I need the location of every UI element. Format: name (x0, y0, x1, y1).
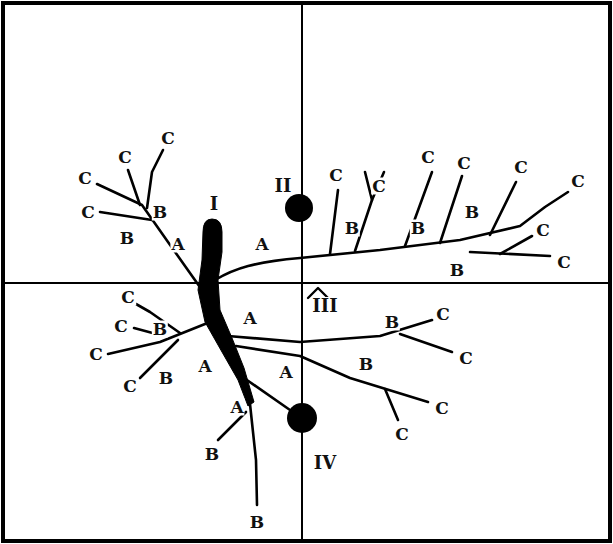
branch-letter: C (513, 159, 529, 176)
branch-letter: C (88, 346, 104, 363)
branch-letter: C (456, 155, 472, 172)
branch-letter: B (464, 204, 480, 221)
branch (490, 182, 516, 235)
frame (3, 3, 610, 541)
branch (128, 170, 140, 205)
branch (228, 320, 432, 342)
branch-letter: C (160, 130, 176, 147)
branch-letter: C (435, 306, 451, 323)
branch-letter: A (229, 399, 244, 416)
region-numeral: III (311, 297, 338, 315)
branch-letter: C (120, 289, 136, 306)
branch-letter: C (77, 170, 93, 187)
branches (97, 150, 568, 505)
branch (470, 252, 550, 256)
branch-letter: A (278, 364, 293, 381)
branch (405, 172, 432, 246)
branch-letter: B (249, 514, 265, 531)
branch-letter: B (119, 230, 135, 247)
branch (355, 172, 372, 251)
branch-letter: C (328, 167, 344, 184)
branch-letter: C (420, 149, 436, 166)
branch (250, 404, 257, 505)
branch-letter: C (570, 173, 586, 190)
branch-letter: C (122, 378, 138, 395)
branch-letter: B (449, 262, 465, 279)
branch (147, 150, 163, 208)
branch-letter: A (170, 236, 185, 253)
branch-letter: B (410, 220, 426, 237)
branch (215, 192, 568, 280)
branch-letter: A (197, 358, 212, 375)
branch-letter: B (204, 446, 220, 463)
branch (218, 412, 246, 440)
region-numeral: I (209, 195, 219, 213)
branch-letter: C (371, 178, 387, 195)
horizontal-axis (3, 282, 610, 284)
branch (385, 389, 398, 420)
branch-letter: B (158, 370, 174, 387)
branch (330, 190, 338, 254)
branch-letter: C (458, 350, 474, 367)
filled-circle (285, 194, 313, 222)
branch-letter: A (254, 236, 269, 253)
branch-letter: B (358, 356, 374, 373)
branch (97, 184, 202, 290)
branch-letter: C (117, 149, 133, 166)
branch-letter: C (535, 222, 551, 239)
branch-letter: C (394, 426, 410, 443)
branch (440, 176, 462, 243)
region-numeral: IV (313, 454, 337, 472)
branch-letter: A (242, 310, 257, 327)
branch-letter: B (152, 321, 168, 338)
region-numeral: II (274, 177, 293, 195)
filled-circle (287, 403, 317, 433)
vertical-axis (301, 3, 303, 541)
branch-letter: C (434, 400, 450, 417)
branch-letter: C (556, 254, 572, 271)
branch-letter: B (152, 204, 168, 221)
branch-letter: C (80, 204, 96, 221)
branch (500, 236, 532, 254)
branch-letter: C (113, 318, 129, 335)
branch (400, 334, 452, 352)
branch (100, 212, 152, 220)
branch-letter: B (344, 220, 360, 237)
branch-letter: B (384, 314, 400, 331)
